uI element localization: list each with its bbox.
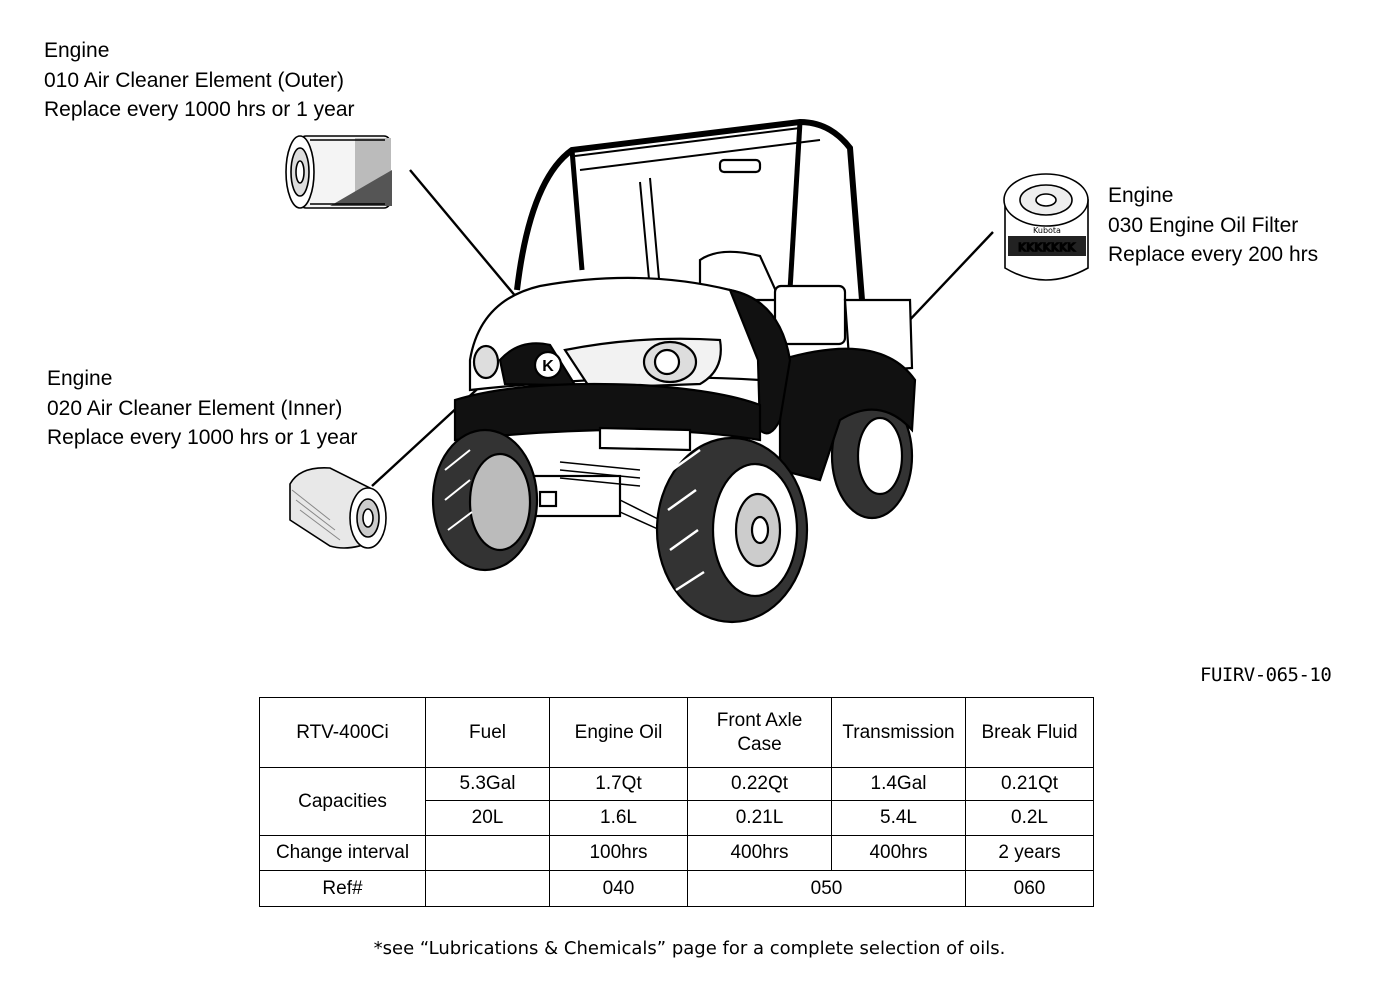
table-cell: 040 xyxy=(549,870,688,907)
table-header-row: RTV-400Ci Fuel Engine Oil Front Axle Cas… xyxy=(259,697,1094,768)
column-header-engine-oil: Engine Oil xyxy=(549,697,688,768)
column-header-front-axle-case: Front Axle Case xyxy=(687,697,832,768)
table-cell: 050 xyxy=(687,870,966,907)
callout-interval: Replace every 1000 hrs or 1 year xyxy=(44,98,355,121)
table-cell: 060 xyxy=(965,870,1094,907)
table-cell: 0.21L xyxy=(687,800,832,836)
svg-text:KKKKKKK: KKKKKKK xyxy=(1018,241,1076,254)
callout-system-label: Engine xyxy=(44,39,110,62)
callout-part-name: 020 Air Cleaner Element (Inner) xyxy=(47,396,343,420)
hood-emblem: K xyxy=(542,358,554,375)
table-cell: 400hrs xyxy=(831,835,966,871)
row-label-change-interval: Change interval xyxy=(259,835,426,871)
footnote: *see “Lubrications & Chemicals” page for… xyxy=(373,938,1006,959)
column-header-transmission: Transmission xyxy=(831,697,966,768)
table-cell: 2 years xyxy=(965,835,1094,871)
table-row-capacities-us: Capacities 5.3Gal 1.7Qt 0.22Qt 1.4Gal 0.… xyxy=(259,767,1094,836)
table-row-change-interval: Change interval 100hrs 400hrs 400hrs 2 y… xyxy=(259,835,1094,871)
table-cell: 5.3Gal xyxy=(425,767,550,801)
table-cell: 1.7Qt xyxy=(549,767,688,801)
air-cleaner-outer-image xyxy=(285,135,392,209)
callout-air-cleaner-outer: Engine 010 Air Cleaner Element (Outer) R… xyxy=(44,36,355,125)
table-cell: 0.22Qt xyxy=(687,767,832,801)
model-cell: RTV-400Ci xyxy=(259,697,426,768)
callout-interval: Replace every 1000 hrs or 1 year xyxy=(47,426,358,449)
column-header-brake-fluid: Break Fluid xyxy=(965,697,1094,768)
filter-brand-label: Kubota xyxy=(1033,226,1061,235)
table-cell: 100hrs xyxy=(549,835,688,871)
table-cell xyxy=(425,835,550,871)
row-label-capacities: Capacities xyxy=(259,767,426,836)
air-cleaner-inner-image xyxy=(289,467,387,549)
figure-code: FUIRV-065-10 xyxy=(1200,664,1332,686)
table-cell: 0.21Qt xyxy=(965,767,1094,801)
engine-oil-filter-image: KKKKKKK Kubota xyxy=(1003,173,1089,281)
table-cell: 1.4Gal xyxy=(831,767,966,801)
column-header-fuel: Fuel xyxy=(425,697,550,768)
callout-system-label: Engine xyxy=(47,367,113,390)
callout-system-label: Engine xyxy=(1108,184,1174,207)
callout-part-name: 010 Air Cleaner Element (Outer) xyxy=(44,68,344,92)
table-cell: 1.6L xyxy=(549,800,688,836)
table-cell: 400hrs xyxy=(687,835,832,871)
table-row-capacities-metric: 20L 1.6L 0.21L 5.4L 0.2L xyxy=(260,800,1094,836)
table-cell: 0.2L xyxy=(965,800,1094,836)
capacities-table: RTV-400Ci Fuel Engine Oil Front Axle Cas… xyxy=(259,697,1094,907)
callout-air-cleaner-inner: Engine 020 Air Cleaner Element (Inner) R… xyxy=(47,364,358,453)
callout-interval: Replace every 200 hrs xyxy=(1108,243,1319,266)
parts-diagram: KKKKKKK Kubota K xyxy=(285,118,1089,624)
utility-vehicle-illustration: K xyxy=(431,118,917,624)
row-label-ref: Ref# xyxy=(259,870,426,907)
callout-engine-oil-filter: Engine 030 Engine Oil Filter Replace eve… xyxy=(1108,181,1318,270)
table-cell: 20L xyxy=(425,800,550,836)
table-row-ref: Ref# 040 050 060 xyxy=(259,870,1094,907)
callout-part-name: 030 Engine Oil Filter xyxy=(1108,213,1299,237)
table-cell xyxy=(425,870,550,907)
table-cell: 5.4L xyxy=(831,800,966,836)
